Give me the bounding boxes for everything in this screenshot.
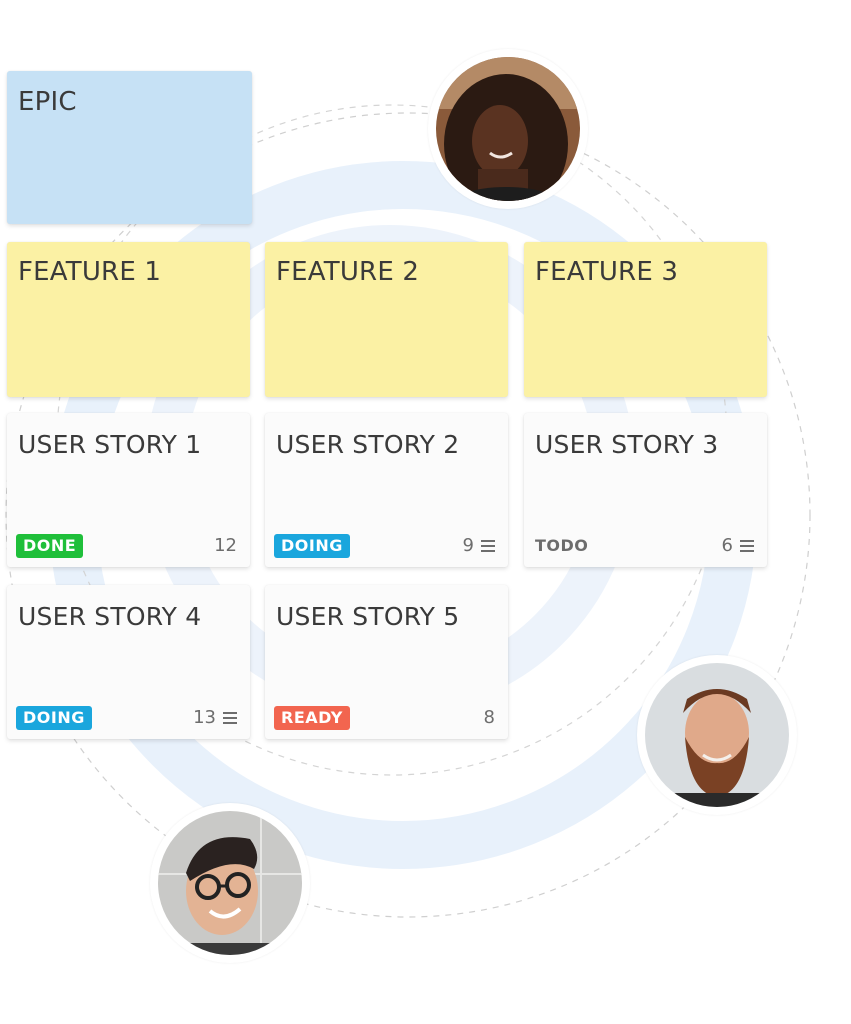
feature-title: FEATURE 2: [276, 257, 420, 287]
task-count-value: 12: [214, 535, 237, 556]
task-count-value: 8: [483, 707, 495, 728]
user-story-card-1[interactable]: USER STORY 1 DONE 12: [7, 413, 250, 567]
task-count: 6: [722, 534, 754, 558]
feature-title: FEATURE 1: [18, 257, 162, 287]
feature-title: FEATURE 3: [535, 257, 679, 287]
user-story-card-2[interactable]: USER STORY 2 DOING 9: [265, 413, 508, 567]
user-story-title: USER STORY 1: [18, 430, 202, 459]
user-story-card-5[interactable]: USER STORY 5 READY 8: [265, 585, 508, 739]
task-count: 13: [193, 706, 237, 730]
avatar-man-glasses: [150, 803, 310, 963]
list-icon: [223, 712, 237, 724]
user-story-title: USER STORY 4: [18, 602, 202, 631]
task-count: 12: [214, 534, 237, 558]
feature-card-1[interactable]: FEATURE 1: [7, 242, 250, 397]
task-count: 8: [484, 706, 495, 730]
status-badge-doing: DOING: [16, 706, 92, 730]
status-label-todo: TODO: [535, 536, 589, 555]
user-story-card-4[interactable]: USER STORY 4 DOING 13: [7, 585, 250, 739]
feature-card-2[interactable]: FEATURE 2: [265, 242, 508, 397]
task-count-value: 9: [462, 535, 474, 556]
epic-title: EPIC: [18, 87, 77, 117]
list-icon: [740, 540, 754, 552]
status-badge-done: DONE: [16, 534, 84, 558]
user-story-title: USER STORY 5: [276, 602, 460, 631]
feature-card-3[interactable]: FEATURE 3: [524, 242, 767, 397]
task-count: 9: [463, 534, 495, 558]
avatar-photo-icon: [158, 811, 302, 955]
user-story-card-3[interactable]: USER STORY 3 TODO 6: [524, 413, 767, 567]
avatar-photo-icon: [436, 57, 580, 201]
avatar-photo-icon: [645, 663, 789, 807]
status-badge-ready: READY: [274, 706, 350, 730]
epic-card[interactable]: EPIC: [7, 71, 252, 224]
user-story-title: USER STORY 3: [535, 430, 719, 459]
task-count-value: 13: [193, 707, 216, 728]
user-story-title: USER STORY 2: [276, 430, 460, 459]
list-icon: [481, 540, 495, 552]
avatar-bearded-man: [637, 655, 797, 815]
task-count-value: 6: [721, 535, 733, 556]
status-badge-doing: DOING: [274, 534, 350, 558]
avatar-woman-curly-hair: [428, 49, 588, 209]
